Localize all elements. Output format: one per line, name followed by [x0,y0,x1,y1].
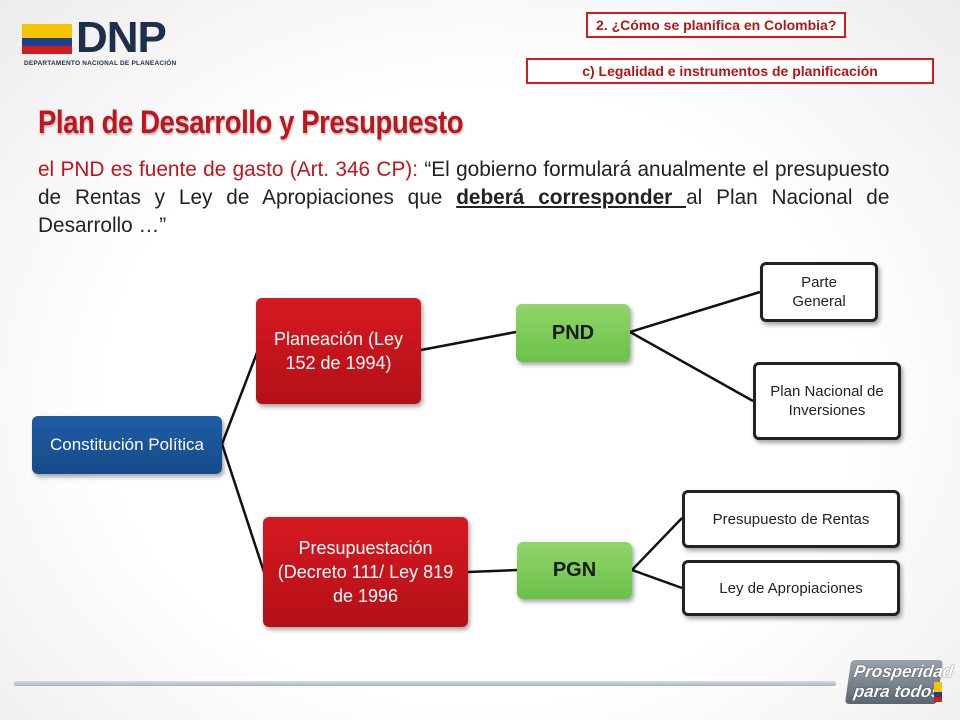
node-pnd: PND [516,304,630,362]
connector-planeacion-pnd [420,330,517,352]
node-parte-general: Parte General [760,262,878,322]
node-pgn: PGN [517,542,632,599]
connector-pnd-general [629,290,761,334]
connector-root-planeacion [220,349,260,445]
badge-line2: para todos [852,682,943,701]
colombia-flag-icon [22,24,72,54]
logo-text: DNP [76,13,167,62]
section-tag: 2. ¿Cómo se planifica en Colombia? [586,12,847,38]
node-plan-nacional-inversiones: Plan Nacional de Inversiones [753,362,901,440]
badge-flag-stripe [934,682,942,702]
paragraph-emphasis: deberá corresponder [456,186,687,209]
subsection-tag: c) Legalidad e instrumentos de planifica… [526,58,934,84]
paragraph-quote-start: “El gobierno formulará anualmente el pre… [38,158,890,209]
paragraph-lead: el PND es fuente de gasto (Art. 346 CP): [38,158,419,181]
prosperidad-badge: Prosperidad para todos [844,660,955,704]
page-title: Plan de Desarrollo y Presupuesto [38,104,464,140]
footer-divider [14,681,836,686]
connector-pgn-apropiaciones [631,568,683,590]
dnp-logo: DNP DEPARTAMENTO NACIONAL DE PLANEACIÓN [22,14,202,74]
connector-presupuestacion-pgn [467,568,518,574]
badge-line1: Prosperidad [852,662,955,681]
node-presupuesto-rentas: Presupuesto de Rentas [682,490,900,548]
node-constitucion-politica: Constitución Política [32,416,222,474]
connector-root-presupuestacion [220,443,266,573]
connector-pgn-rentas [631,517,683,571]
logo-subtitle: DEPARTAMENTO NACIONAL DE PLANEACIÓN [24,60,177,67]
node-ley-apropiaciones: Ley de Apropiaciones [682,560,900,616]
intro-paragraph: el PND es fuente de gasto (Art. 346 CP):… [38,156,889,240]
node-planeacion: Planeación (Ley 152 de 1994) [256,298,421,404]
connector-pnd-inversiones [629,330,754,403]
node-presupuestacion: Presupuestación (Decreto 111/ Ley 819 de… [263,517,468,627]
paragraph-quote-end: al Plan Nacional de Desarrollo …” [38,186,890,237]
